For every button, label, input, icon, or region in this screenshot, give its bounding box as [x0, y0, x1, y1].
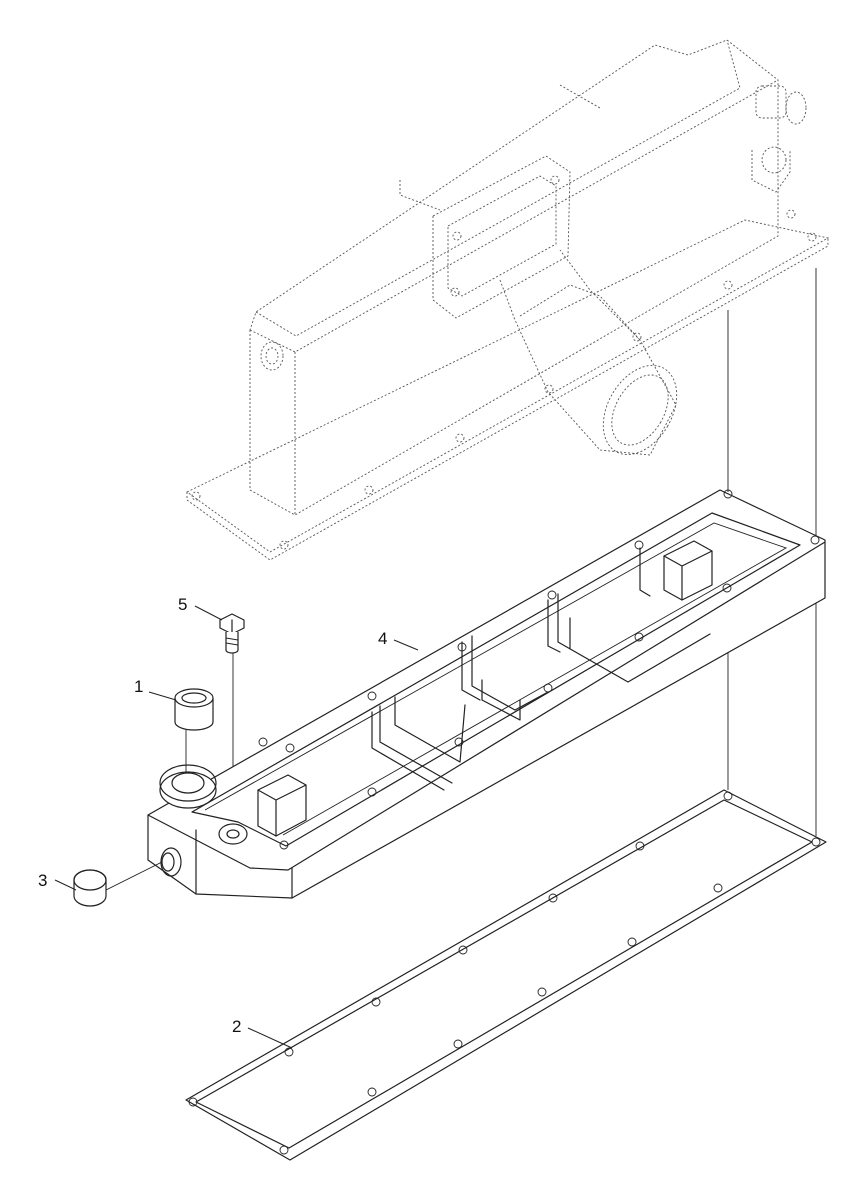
callout-3: 3 — [38, 871, 47, 890]
part-4-cover — [147, 489, 826, 899]
part-5-bolt — [219, 613, 245, 654]
callout-2: 2 — [232, 1017, 241, 1036]
callout-4: 4 — [378, 629, 387, 648]
callout-5: 5 — [178, 595, 187, 614]
upper-manifold-housing — [186, 39, 830, 561]
callout-1: 1 — [134, 677, 143, 696]
part-2-gasket — [185, 789, 827, 1161]
part-3-plug — [73, 869, 107, 907]
callout-leaders — [54, 605, 419, 1049]
part-1-sleeve — [174, 688, 214, 731]
